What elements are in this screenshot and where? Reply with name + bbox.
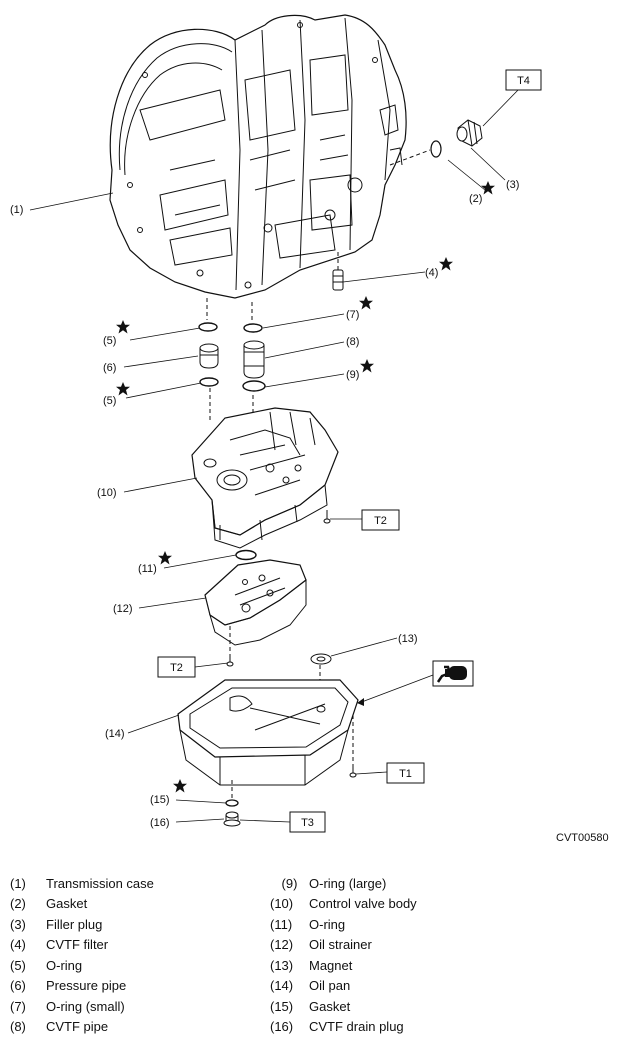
o-ring-5-upper bbox=[198, 322, 218, 332]
legend-item: (5)O-ring bbox=[10, 957, 83, 973]
callout-8: (8) bbox=[346, 336, 359, 348]
callout-13: (13) bbox=[398, 633, 418, 645]
callout-3: (3) bbox=[506, 179, 519, 191]
legend-item: (1)Transmission case bbox=[10, 875, 154, 891]
torque-tag-t4: T4 bbox=[505, 69, 542, 91]
oil-pan bbox=[177, 679, 359, 786]
filler-plug-gasket bbox=[430, 140, 442, 158]
legend-item: (8)CVTF pipe bbox=[10, 1019, 109, 1035]
svg-text:T2: T2 bbox=[374, 515, 387, 527]
exploded-parts-diagram: (1) (2) (3) (4) (5) (7) (6) (8) (5) (9) … bbox=[10, 14, 542, 833]
callout-1: (1) bbox=[10, 204, 23, 216]
callout-15: (15) bbox=[150, 794, 170, 806]
callout-11: (11) bbox=[138, 563, 157, 575]
legend-item: (10)Control valve body bbox=[270, 896, 417, 912]
oil-strainer bbox=[204, 559, 307, 646]
cvtf-drain-plug bbox=[223, 811, 241, 827]
svg-text:T1: T1 bbox=[399, 768, 412, 780]
torque-tag-t2-strainer: T2 bbox=[157, 656, 196, 678]
legend-item: (2)Gasket bbox=[10, 896, 88, 912]
callout-5a: (5) bbox=[103, 335, 116, 347]
torque-tag-t1: T1 bbox=[386, 762, 425, 784]
magnet bbox=[310, 653, 332, 665]
legend-item: (9)O-ring (large) bbox=[281, 875, 387, 891]
callout-14: (14) bbox=[105, 728, 125, 740]
svg-text:T2: T2 bbox=[170, 662, 183, 674]
transmission-case bbox=[109, 14, 407, 299]
legend-item: (14)Oil pan bbox=[270, 978, 351, 994]
callout-6: (6) bbox=[103, 362, 116, 374]
torque-tag-t2-valve-body: T2 bbox=[361, 509, 400, 531]
cvtf-pipe bbox=[243, 340, 265, 379]
legend-item: (15)Gasket bbox=[270, 998, 351, 1014]
filler-plug bbox=[456, 119, 483, 147]
o-ring-5-lower bbox=[199, 377, 219, 387]
o-ring-small-7 bbox=[243, 323, 263, 333]
callout-5b: (5) bbox=[103, 395, 116, 407]
legend-item: (6)Pressure pipe bbox=[10, 978, 127, 994]
legend-item: (4)CVTF filter bbox=[10, 937, 109, 953]
oil-pan-bolt bbox=[349, 768, 357, 778]
legend-item: (11)O-ring bbox=[270, 916, 346, 932]
legend-item: (3)Filler plug bbox=[10, 916, 103, 932]
callout-16: (16) bbox=[150, 817, 170, 829]
parts-legend-right: (9)O-ring (large) (10)Control valve body… bbox=[270, 873, 417, 1037]
valve-body-bolt bbox=[323, 510, 331, 524]
torque-tag-t3: T3 bbox=[289, 811, 326, 833]
control-valve-body bbox=[191, 407, 339, 549]
legend-item: (16)CVTF drain plug bbox=[270, 1019, 404, 1035]
pressure-pipe bbox=[199, 343, 219, 369]
svg-text:T3: T3 bbox=[301, 817, 314, 829]
cvtf-filter bbox=[332, 269, 344, 291]
callout-9: (9) bbox=[346, 369, 359, 381]
liquid-gasket-icon bbox=[432, 660, 474, 687]
figure-code: CVT00580 bbox=[556, 832, 609, 844]
legend-item: (12)Oil strainer bbox=[270, 937, 372, 953]
legend-item: (7)O-ring (small) bbox=[10, 998, 125, 1014]
callout-4: (4) bbox=[425, 267, 438, 279]
legend-item: (13)Magnet bbox=[270, 957, 353, 973]
o-ring-large-9 bbox=[242, 380, 266, 392]
o-ring-11 bbox=[235, 549, 257, 561]
callout-7: (7) bbox=[346, 309, 359, 321]
callout-2: (2) bbox=[469, 193, 482, 205]
callout-12: (12) bbox=[113, 603, 133, 615]
callout-10: (10) bbox=[97, 487, 117, 499]
svg-text:T4: T4 bbox=[517, 75, 530, 87]
drain-plug-gasket bbox=[225, 799, 239, 807]
parts-legend-left: (1)Transmission case (2)Gasket (3)Filler… bbox=[10, 873, 154, 1037]
strainer-bolt bbox=[226, 655, 234, 667]
